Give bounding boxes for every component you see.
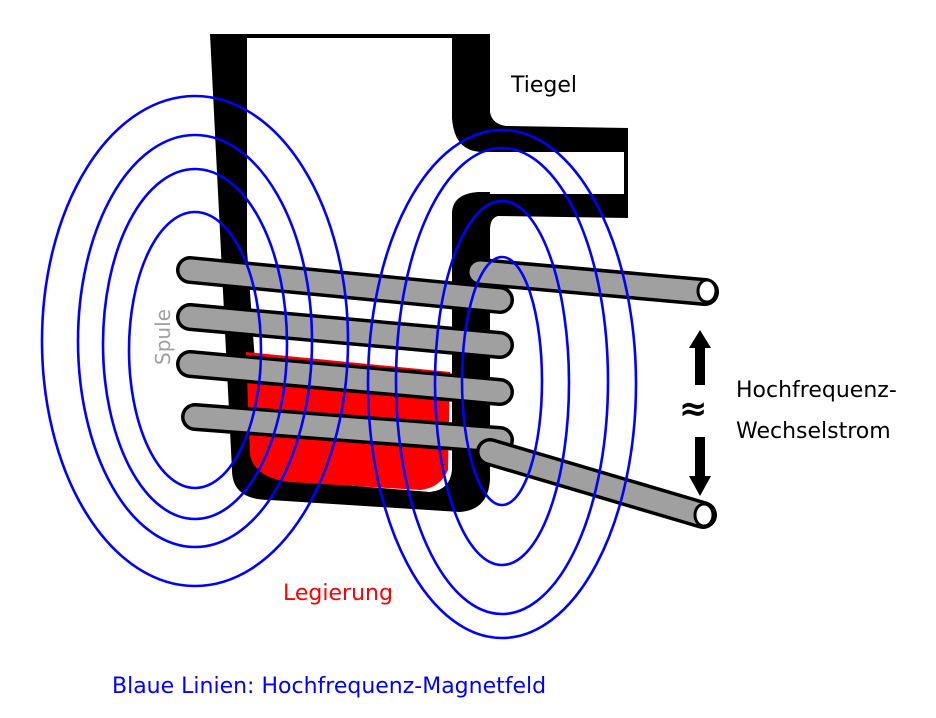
field-line: [460, 255, 544, 507]
ac-symbol: ≈: [679, 389, 708, 429]
field-line: [433, 199, 571, 567]
field-line: [40, 94, 350, 588]
field-line: [127, 210, 263, 490]
crucible-label: Tiegel: [510, 73, 577, 98]
left-field-lines: [40, 94, 350, 588]
arrow-down-icon: [689, 437, 711, 496]
magnetic-field-lines: [40, 94, 638, 640]
coil-turn-2: [176, 303, 514, 359]
coil-turn-4-fill: [184, 406, 511, 451]
coil-turn-4: [181, 403, 514, 454]
field-line: [101, 167, 289, 521]
legend-text: Blaue Linien: Hochfrequenz-Magnetfeld: [112, 674, 546, 699]
alloy-label: Legierung: [283, 581, 393, 606]
field-line: [366, 128, 638, 640]
coil-turn-2-fill: [179, 306, 511, 356]
coil-lead-top-fill: [469, 261, 716, 303]
coil-label: Spule: [151, 309, 175, 365]
field-line: [76, 133, 314, 549]
current-label-line2: Wechselstrom: [736, 419, 891, 444]
arrow-up-icon: [689, 330, 711, 385]
right-field-lines: [366, 128, 638, 640]
current-label-line1: Hochfrequenz-: [736, 378, 897, 403]
coil-lead-top: [466, 258, 719, 306]
current-indicator: [689, 330, 711, 496]
crucible-spout-channel: [490, 152, 624, 194]
terminal-top: [696, 278, 718, 304]
field-line: [394, 146, 610, 616]
terminal-bottom: [693, 502, 715, 528]
